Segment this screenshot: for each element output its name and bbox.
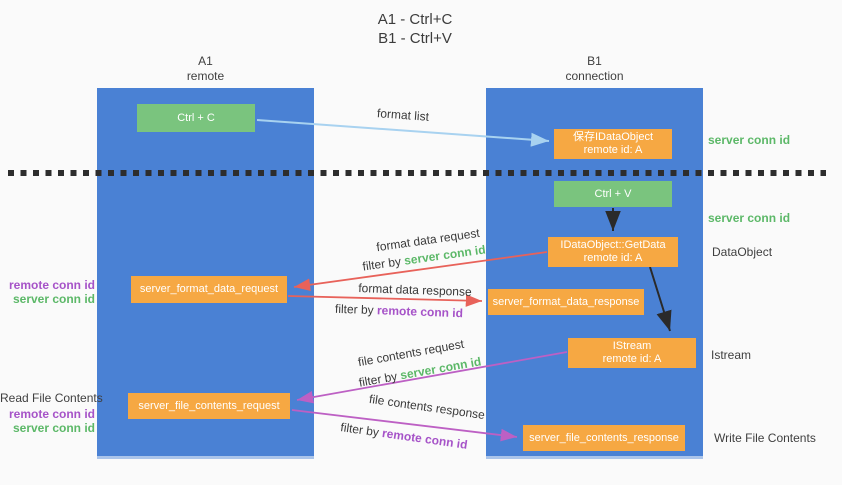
diagram-title: A1 - Ctrl+C B1 - Ctrl+V: [330, 10, 500, 48]
right-dataobject-label: DataObject: [712, 245, 773, 259]
node-format-request-label: server_format_data_request: [139, 283, 279, 295]
remote-conn-id-text: remote conn id: [381, 426, 469, 452]
left-server-conn-id-bottom: server conn id: [12, 421, 95, 435]
title-line-2: B1 - Ctrl+V: [378, 30, 452, 47]
node-save-idataobject-line1: 保存IDataObject: [572, 131, 654, 143]
node-istream: IStream remote id: A: [568, 338, 696, 368]
column-a1-role: remote: [186, 69, 225, 83]
filter-prefix: filter by: [334, 301, 378, 318]
node-ctrl-c: Ctrl + C: [137, 104, 255, 132]
node-file-request-label: server_file_contents_request: [138, 399, 280, 412]
file-contents-response-label: file contents response: [368, 391, 486, 423]
node-server-format-data-request: server_format_data_request: [131, 276, 287, 303]
node-server-file-contents-response: server_file_contents_response: [523, 425, 685, 451]
filter-by-remote-conn-id-label-1: filter by remote conn id: [335, 302, 463, 320]
node-ctrl-v-label: Ctrl + V: [594, 187, 632, 200]
node-file-response-label: server_file_contents_response: [529, 431, 679, 444]
node-idataobject-getdata: IDataObject::GetData remote id: A: [548, 237, 678, 267]
column-b1-role: connection: [565, 69, 624, 83]
node-istream-line2: remote id: A: [602, 353, 662, 365]
remote-conn-id-text: remote conn id: [376, 303, 464, 321]
node-server-file-contents-request: server_file_contents_request: [128, 393, 290, 419]
node-getdata-line2: remote id: A: [583, 252, 643, 264]
filter-prefix: filter by: [339, 420, 384, 440]
right-server-conn-id-top: server conn id: [708, 133, 791, 147]
left-server-conn-id-top: server conn id: [12, 292, 95, 306]
right-write-file-contents-label: Write File Contents: [714, 431, 816, 445]
left-remote-conn-id-top: remote conn id: [8, 278, 95, 292]
right-server-conn-id-mid: server conn id: [708, 211, 791, 225]
format-data-response-label: format data response: [358, 281, 472, 299]
left-read-file-contents-label: Read File Contents: [0, 391, 103, 405]
filter-prefix: filter by: [361, 253, 406, 274]
node-istream-line1: IStream: [612, 340, 652, 352]
format-list-label: format list: [376, 106, 430, 124]
column-header-b1: B1 connection: [486, 54, 703, 84]
node-server-format-data-response: server_format_data_response: [488, 289, 644, 315]
filter-by-remote-conn-id-label-2: filter by remote conn id: [340, 420, 469, 452]
column-a1-name: A1: [198, 54, 213, 68]
node-getdata-line1: IDataObject::GetData: [560, 239, 666, 251]
left-remote-conn-id-bottom: remote conn id: [8, 407, 95, 421]
node-ctrl-v: Ctrl + V: [554, 181, 672, 207]
column-b1-name: B1: [587, 54, 602, 68]
column-header-a1: A1 remote: [97, 54, 314, 84]
node-format-response-label: server_format_data_response: [492, 295, 640, 308]
node-save-idataobject: 保存IDataObject remote id: A: [554, 129, 672, 159]
right-istream-label: Istream: [711, 348, 752, 362]
node-save-idataobject-line2: remote id: A: [583, 144, 643, 156]
node-ctrl-c-label: Ctrl + C: [177, 111, 215, 124]
filter-prefix: filter by: [357, 368, 402, 390]
title-line-1: A1 - Ctrl+C: [377, 11, 453, 28]
